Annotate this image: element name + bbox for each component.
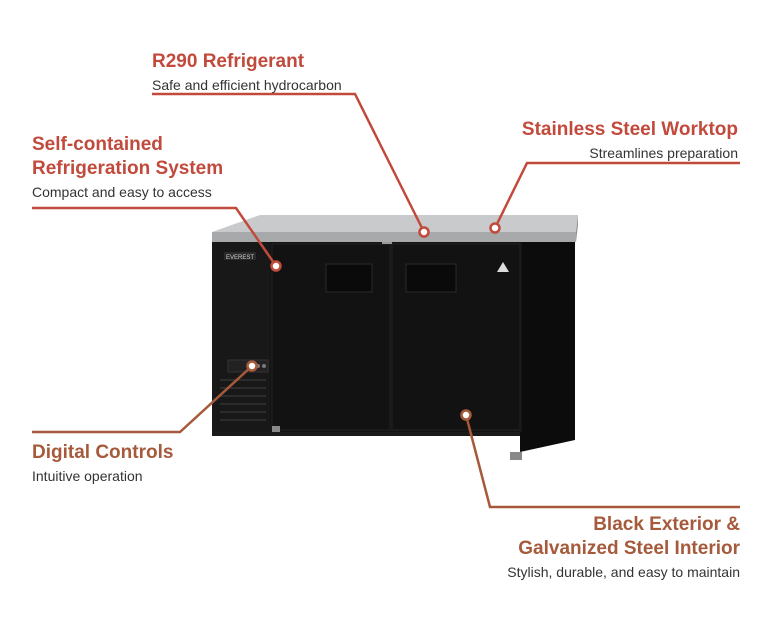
leader-lines bbox=[32, 92, 740, 509]
leader-stainless bbox=[493, 161, 740, 229]
door-right-handle bbox=[405, 263, 457, 293]
brand-badge-text: EVEREST bbox=[226, 255, 254, 261]
callout-subtitle: Safe and efficient hydrocarbon bbox=[152, 77, 342, 93]
marker-dot bbox=[246, 360, 258, 372]
callout-title: Digital Controls bbox=[32, 442, 174, 463]
leader-self-contained bbox=[32, 206, 278, 267]
hinge bbox=[272, 426, 280, 432]
callout-title-line2: Refrigeration System bbox=[32, 158, 224, 179]
worktop-edge bbox=[212, 232, 576, 242]
marker-dot bbox=[489, 222, 501, 234]
vent-louvers bbox=[220, 379, 266, 421]
callout-digital-controls: Digital Controls Intuitive operation bbox=[32, 441, 173, 485]
callout-title-line1: Black Exterior & bbox=[593, 514, 740, 535]
compressor-section bbox=[212, 240, 270, 432]
marker-dot bbox=[418, 226, 430, 238]
back-bar-cooler: EVEREST bbox=[212, 232, 575, 460]
callout-subtitle: Streamlines preparation bbox=[589, 145, 738, 161]
callout-title: R290 Refrigerant bbox=[152, 51, 305, 72]
callout-self-contained: Self-contained Refrigeration System Comp… bbox=[32, 133, 223, 201]
marker-dot bbox=[460, 409, 472, 421]
logo-triangle-icon bbox=[497, 262, 509, 272]
stainless-worktop bbox=[212, 215, 578, 242]
marker-dot bbox=[270, 260, 282, 272]
cooler-side-panel bbox=[520, 232, 575, 452]
door-left-handle bbox=[325, 263, 373, 293]
marker-dots bbox=[246, 222, 501, 421]
worktop-side bbox=[576, 215, 578, 242]
callout-subtitle: Intuitive operation bbox=[32, 468, 143, 484]
brand-badge bbox=[224, 252, 256, 260]
callout-subtitle: Stylish, durable, and easy to maintain bbox=[507, 564, 740, 580]
control-button bbox=[262, 364, 266, 368]
callout-black-exterior: Black Exterior & Galvanized Steel Interi… bbox=[507, 513, 740, 581]
callout-title-line1: Self-contained bbox=[32, 134, 163, 155]
callout-stainless: Stainless Steel Worktop Streamlines prep… bbox=[522, 118, 738, 162]
leader-digital bbox=[32, 365, 253, 434]
leader-r290 bbox=[152, 92, 426, 233]
hinge bbox=[510, 452, 522, 460]
worktop-surface bbox=[212, 215, 578, 232]
callout-title: Stainless Steel Worktop bbox=[521, 119, 738, 140]
leader-black-exterior bbox=[464, 414, 740, 509]
callout-subtitle: Compact and easy to access bbox=[32, 184, 212, 200]
callout-title-line2: Galvanized Steel Interior bbox=[518, 538, 740, 559]
callout-r290: R290 Refrigerant Safe and efficient hydr… bbox=[152, 50, 342, 94]
